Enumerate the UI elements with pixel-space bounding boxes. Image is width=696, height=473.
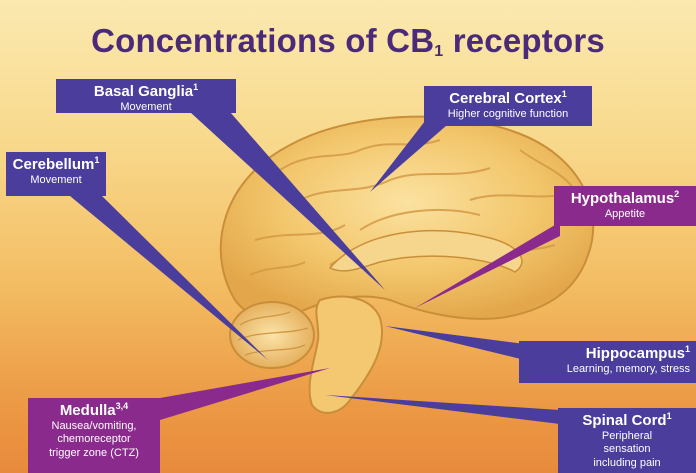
medulla-ref: 3,4 — [116, 401, 129, 411]
brainstem-shape — [310, 297, 383, 413]
cerebral-cortex-ref: 1 — [562, 89, 567, 99]
spinal-cord-desc-3: including pain — [562, 458, 692, 470]
spinal-cord-desc-2: sensation — [562, 444, 692, 456]
medulla-desc-1: Nausea/vomiting, — [32, 421, 156, 433]
cerebral-cortex-name: Cerebral Cortex — [449, 90, 562, 107]
hypothalamus-name: Hypothalamus — [571, 190, 674, 207]
medulla-name: Medulla — [60, 402, 116, 419]
label-cerebral-cortex: Cerebral Cortex1 Higher cognitive functi… — [424, 86, 592, 126]
pointer-medulla — [160, 368, 330, 420]
medulla-desc-3: trigger zone (CTZ) — [32, 448, 156, 460]
pointer-hippocampus — [385, 326, 525, 360]
cerebellum-ref: 1 — [94, 155, 99, 165]
label-cerebellum: Cerebellum1 Movement — [6, 152, 106, 196]
spinal-cord-name: Spinal Cord — [582, 412, 666, 429]
cerebellum-name: Cerebellum — [13, 156, 95, 173]
hippocampus-ref: 1 — [685, 344, 690, 354]
medulla-desc-2: chemoreceptor — [32, 434, 156, 446]
label-hippocampus: Hippocampus1 Learning, memory, stress — [519, 341, 696, 383]
hippocampus-desc: Learning, memory, stress — [523, 364, 690, 376]
label-basal-ganglia: Basal Ganglia1 Movement — [56, 79, 236, 113]
label-medulla: Medulla3,4 Nausea/vomiting, chemorecepto… — [28, 398, 160, 473]
spinal-cord-ref: 1 — [667, 411, 672, 421]
label-spinal-cord: Spinal Cord1 Peripheral sensation includ… — [558, 408, 696, 473]
hypothalamus-ref: 2 — [674, 189, 679, 199]
hypothalamus-desc: Appetite — [558, 209, 692, 221]
spinal-cord-desc-1: Peripheral — [562, 431, 692, 443]
label-hypothalamus: Hypothalamus2 Appetite — [554, 186, 696, 226]
cerebral-cortex-desc: Higher cognitive function — [428, 109, 588, 121]
hippocampus-name: Hippocampus — [586, 345, 685, 362]
pointer-spinal-cord — [325, 395, 560, 424]
cerebellum-desc: Movement — [10, 175, 102, 187]
basal-ganglia-ref: 1 — [193, 82, 198, 92]
basal-ganglia-name: Basal Ganglia — [94, 83, 193, 100]
basal-ganglia-desc: Movement — [60, 102, 232, 114]
